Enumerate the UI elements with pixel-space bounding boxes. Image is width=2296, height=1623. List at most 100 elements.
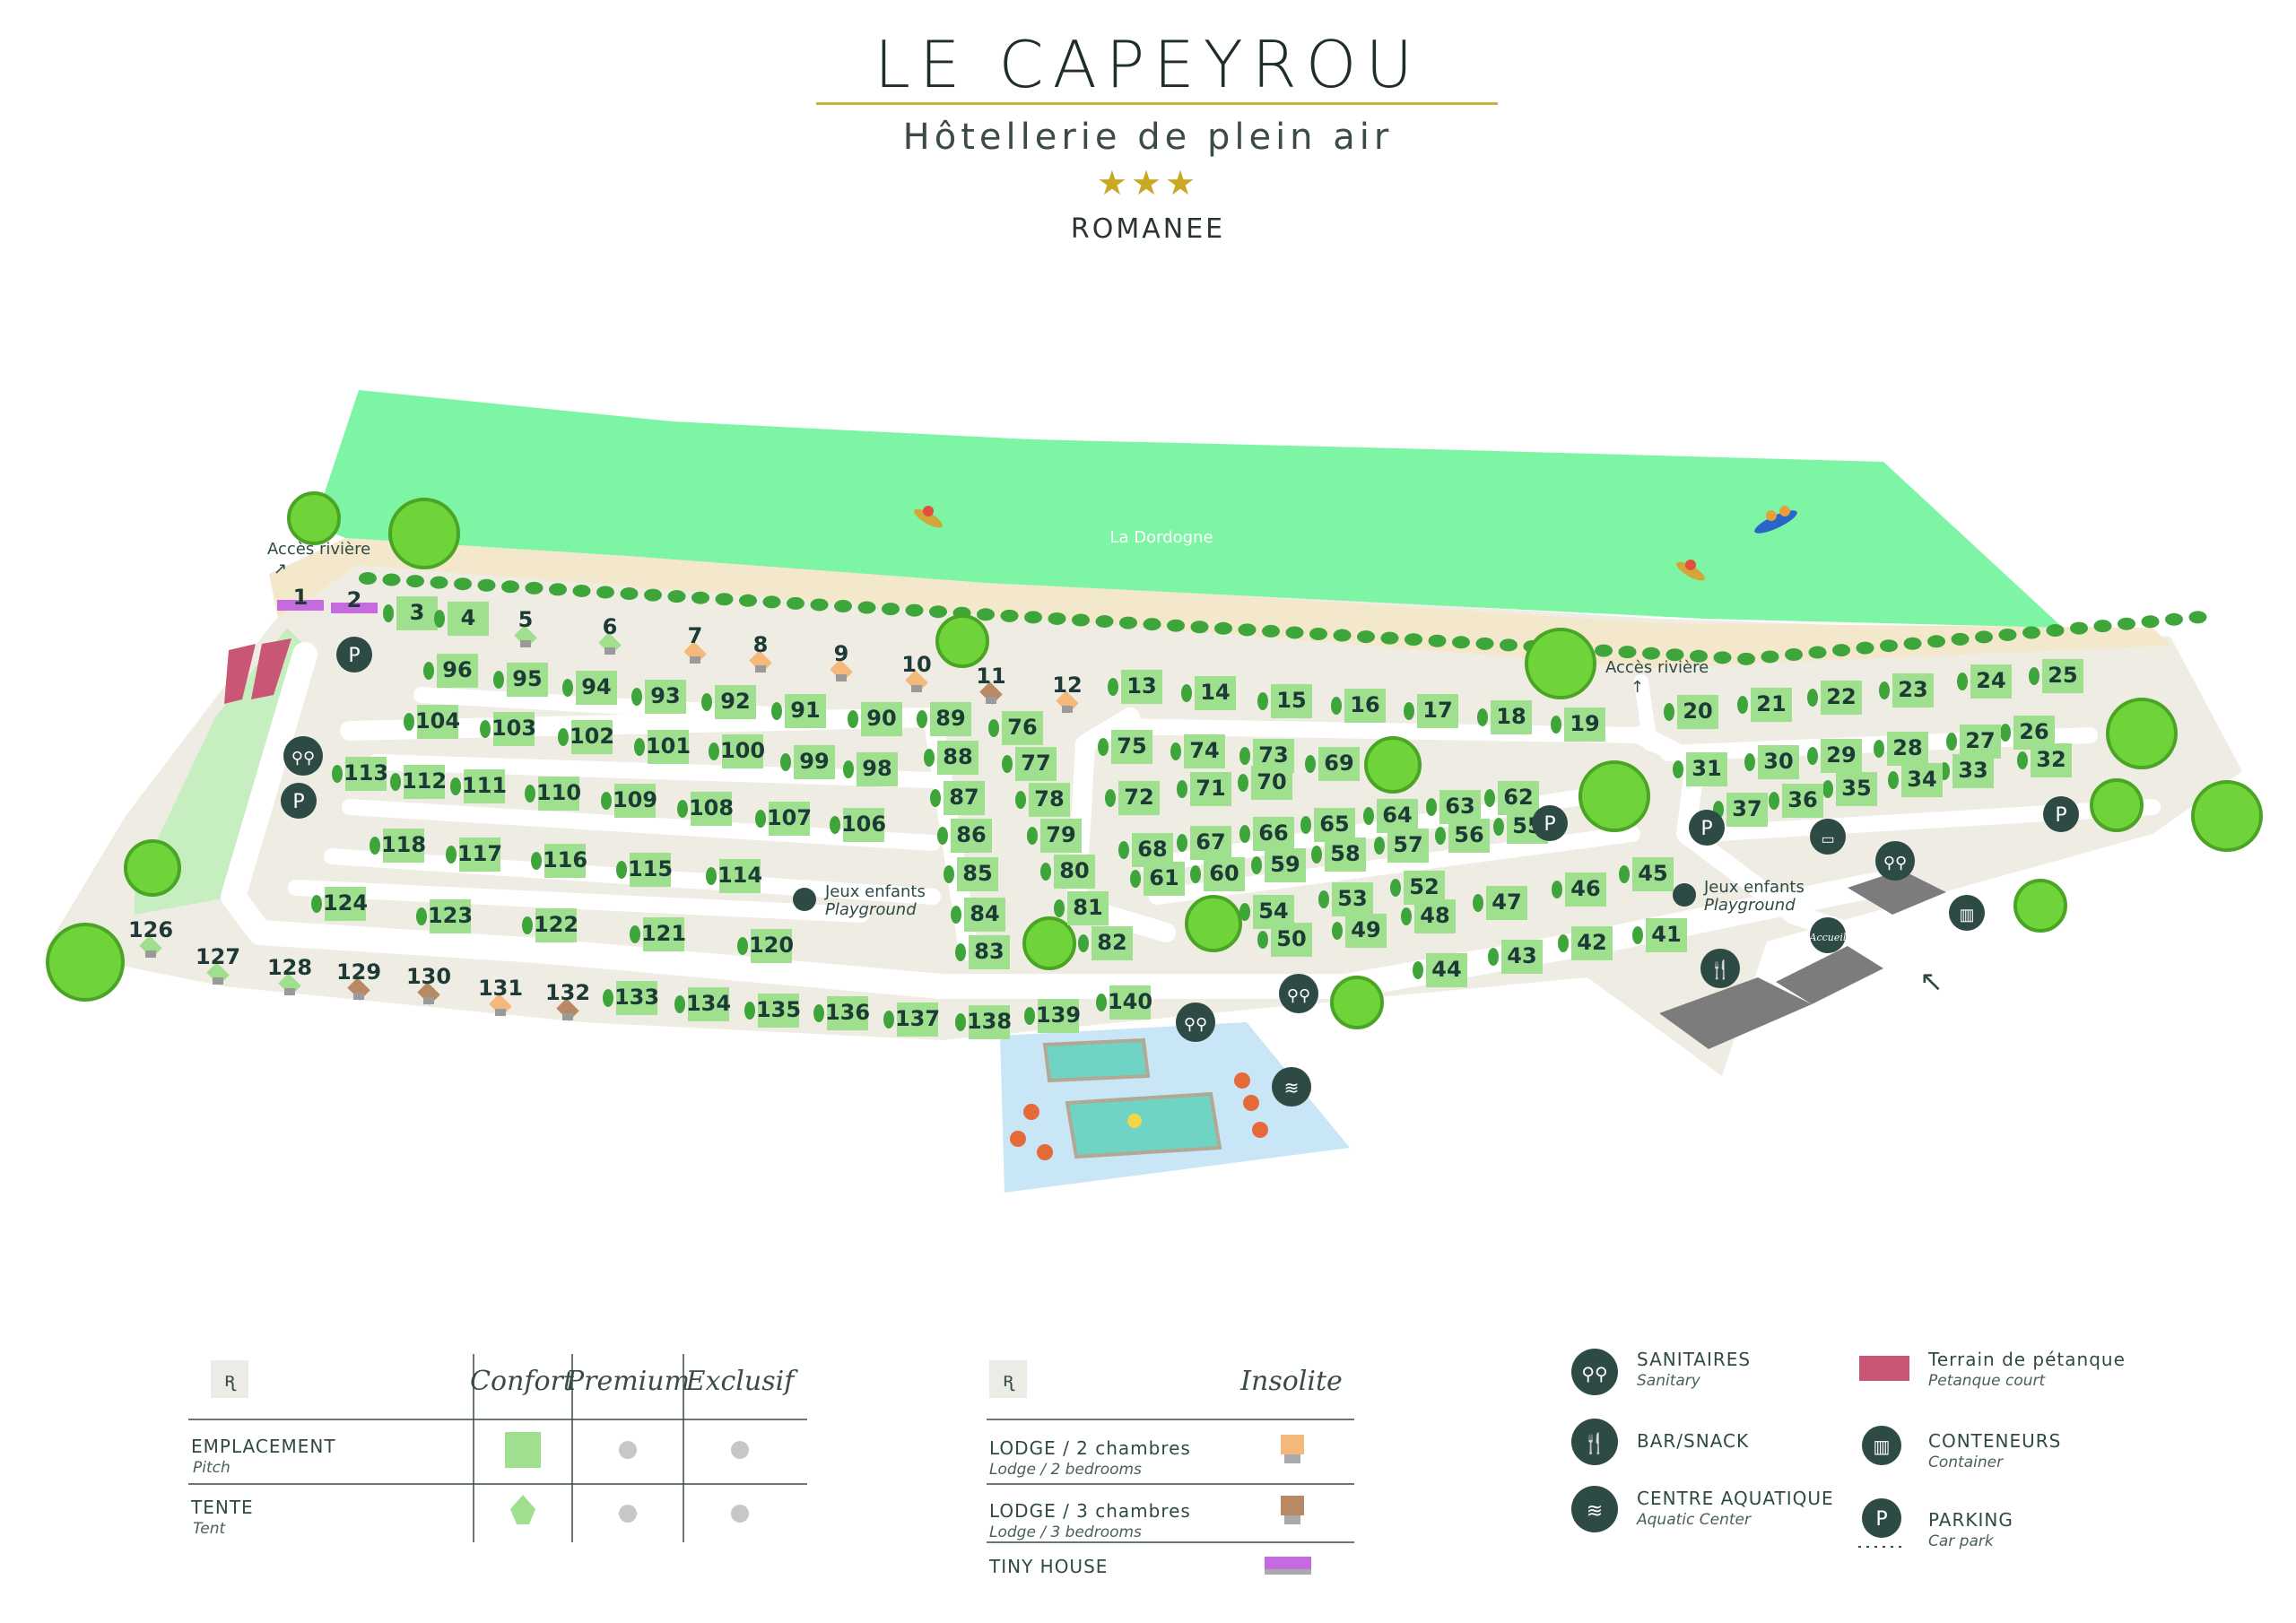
hedge [2118, 617, 2135, 630]
pitch-number: 8 [753, 632, 769, 657]
pitch-number: 37 [1732, 796, 1761, 821]
playground-label: Jeux enfants [824, 882, 926, 901]
pitch-number: 91 [790, 698, 820, 723]
pitch-22: 22 [1807, 681, 1862, 715]
pitch-80: 80 [1040, 855, 1095, 889]
hedge [1475, 637, 1494, 650]
row-lodge2: LODGE / 2 chambres [989, 1437, 1191, 1459]
pitch-number: 62 [1503, 785, 1533, 810]
bar-snack-area [1659, 977, 1812, 1049]
row-tente: TENTE [190, 1497, 254, 1518]
svg-text:⚲⚲: ⚲⚲ [1581, 1365, 1607, 1384]
pitch-92: 92 [701, 685, 756, 719]
pitch-number: 57 [1393, 832, 1422, 857]
pitch-132: 132 [545, 980, 590, 1021]
parking-icon: P [1858, 1498, 1906, 1548]
pitch-number: 116 [543, 847, 587, 872]
pitch-number: 53 [1337, 886, 1367, 911]
pitch-number: 134 [686, 991, 731, 1016]
pitch-number: 126 [128, 917, 173, 942]
pitch-number: 129 [336, 959, 381, 985]
pitch-59: 59 [1251, 848, 1306, 882]
pitch-88: 88 [924, 741, 978, 775]
pitch-6: 6 [598, 614, 622, 655]
pitch-number: 94 [581, 674, 611, 699]
hedge [1951, 632, 1970, 646]
hedge [739, 594, 757, 607]
hedge [1642, 647, 1660, 660]
hedge [501, 580, 519, 594]
pitch-number: 20 [1683, 699, 1712, 724]
pitch-46: 46 [1552, 872, 1606, 907]
pitch-79: 79 [1027, 819, 1082, 853]
pitch-number: 138 [967, 1009, 1012, 1034]
pitch-number: 50 [1276, 926, 1306, 951]
pitch-4: 4 [434, 602, 489, 636]
river-access-label: Accès rivière [267, 540, 370, 559]
pitch-number: 80 [1059, 858, 1089, 883]
hedge [691, 591, 709, 604]
pitch-number: 1 [293, 585, 309, 610]
pitch-137: 137 [883, 1002, 940, 1037]
pitch-number: 131 [478, 976, 523, 1001]
pitch-number: 135 [756, 997, 801, 1022]
hedge [787, 596, 804, 610]
pitch-number: 68 [1137, 837, 1167, 862]
hedge [620, 587, 639, 601]
pitch-number: 74 [1189, 738, 1219, 763]
parking-icon: P [2043, 796, 2079, 832]
pitch-number: 9 [834, 641, 849, 666]
pitch-71: 71 [1177, 772, 1231, 806]
pitch-86: 86 [937, 819, 992, 853]
hedge [1119, 616, 1137, 629]
pitch-number: 15 [1276, 688, 1306, 713]
pitch-number: 78 [1034, 786, 1064, 812]
pitch-number: 22 [1826, 684, 1856, 709]
pitch-29: 29 [1807, 739, 1862, 773]
pitch-31: 31 [1673, 752, 1727, 786]
pitch-number: 108 [689, 795, 734, 820]
svg-text:P: P [348, 645, 360, 667]
pitch-131: 131 [478, 976, 523, 1017]
tent-swatch [510, 1495, 535, 1524]
pitch-number: 17 [1422, 698, 1452, 723]
hedge [1452, 636, 1470, 649]
pitch-number: 92 [720, 689, 750, 714]
petanque-swatch [1859, 1356, 1909, 1381]
pitch-number: 54 [1258, 898, 1288, 924]
pitch-32: 32 [2017, 743, 2072, 777]
toilets-icon: ⚲⚲ [1571, 1349, 1618, 1395]
pitch-75: 75 [1098, 730, 1152, 764]
hedge [1333, 629, 1352, 642]
pitch-number: 3 [410, 600, 425, 625]
pitch-63: 63 [1426, 790, 1481, 824]
pitch-number: 10 [901, 652, 931, 677]
pitch-33: 33 [1939, 754, 1994, 788]
lodge3-swatch [1281, 1496, 1304, 1515]
service-conteneurs: CONTENEURS [1928, 1430, 2061, 1452]
legend-accommodation: ꭆ Confort Premium Exclusif EMPLACEMENT P… [188, 1354, 807, 1542]
pitch-98: 98 [843, 752, 898, 786]
cutlery-icon: 🍴 [1700, 949, 1740, 988]
hedge [382, 573, 401, 586]
pitch-27: 27 [1946, 725, 2001, 759]
pitch-43: 43 [1488, 940, 1543, 974]
pitch-112: 112 [390, 765, 447, 799]
pitch-58: 58 [1311, 838, 1366, 872]
hedge [929, 605, 947, 619]
tree [2106, 698, 2178, 769]
pitch-56: 56 [1435, 819, 1490, 853]
pitch-126: 126 [128, 917, 173, 959]
pitch-number: 124 [323, 890, 368, 916]
hedge [2022, 626, 2040, 639]
pitch-66: 66 [1239, 817, 1294, 851]
check-icon [1673, 883, 1696, 907]
pitch-48: 48 [1401, 899, 1456, 933]
campsite-title: LE CAPEYROU [874, 27, 1422, 102]
pitch-number: 107 [767, 805, 812, 830]
pitch-65: 65 [1300, 808, 1355, 842]
pitch-number: 65 [1319, 812, 1349, 837]
tree [2090, 778, 2144, 832]
pitch-96: 96 [423, 654, 478, 688]
hedge [667, 590, 686, 603]
